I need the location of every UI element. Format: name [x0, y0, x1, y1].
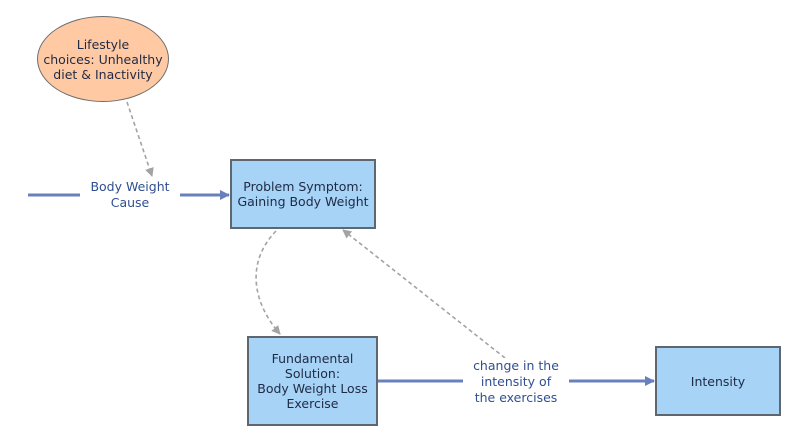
lifestyle-choices-node: Lifestyle choices: Unhealthy diet & Inac… — [37, 16, 169, 102]
problem-symptom-node: Problem Symptom: Gaining Body Weight — [230, 159, 376, 229]
change-in-intensity-label: change in the intensity of the exercises — [463, 358, 569, 406]
lifestyle-to-problem-arrow — [126, 101, 154, 177]
problem-to-solution-arrow — [255, 230, 281, 335]
body-weight-cause-label: Body Weight Cause — [80, 179, 180, 211]
intensity-node: Intensity — [655, 346, 781, 416]
fundamental-solution-node: Fundamental Solution: Body Weight Loss E… — [247, 336, 378, 426]
